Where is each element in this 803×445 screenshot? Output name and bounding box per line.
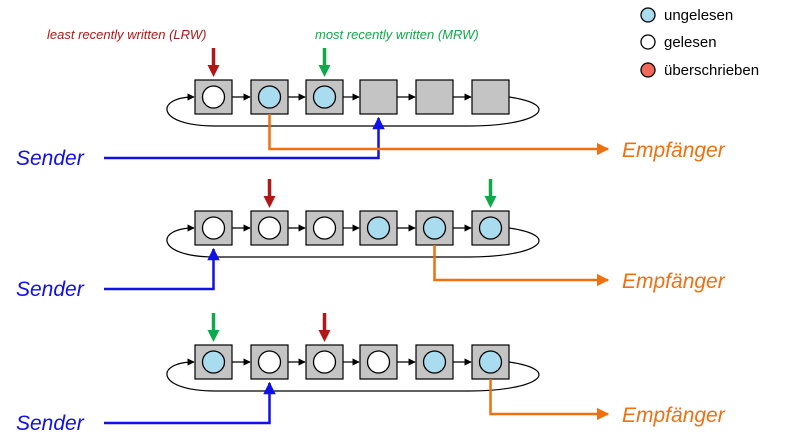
mrw-pointer-head	[207, 330, 220, 342]
slot-box	[415, 79, 454, 115]
legend: ungelesen gelesen überschrieben	[640, 7, 759, 79]
wraparound-loop	[166, 93, 540, 127]
buffer-slot	[194, 344, 233, 380]
legend-item-unread: ungelesen	[640, 7, 733, 24]
receiver-label: Empfänger	[622, 270, 726, 293]
sender-arrow	[104, 381, 276, 425]
legend-label-read: gelesen	[664, 34, 717, 51]
legend-item-read: gelesen	[640, 34, 717, 51]
slot-message-read	[366, 350, 391, 374]
slot-box	[471, 79, 510, 115]
lrw-pointer-head	[207, 65, 220, 77]
buffer-slot	[415, 344, 454, 380]
receiver-arrow	[489, 379, 610, 421]
slot-message-read	[201, 85, 226, 109]
buffer-slot	[471, 344, 510, 380]
buffer-slot	[471, 79, 510, 115]
lrw-caption: least recently written (LRW)	[47, 27, 206, 42]
buffer-slot	[250, 344, 289, 380]
buffer-row-1: Sender Empfänger	[16, 48, 726, 170]
mrw-pointer-head	[318, 65, 331, 77]
lrw-pointer-head	[318, 330, 331, 342]
sender-label: Sender	[16, 147, 85, 170]
sender-arrow	[104, 247, 220, 291]
slot-message-unread	[366, 216, 391, 240]
legend-item-overwritten: überschrieben	[640, 62, 759, 79]
buffer-row-2: Sender Empfänger	[16, 179, 726, 301]
wraparound-loop	[166, 358, 540, 392]
legend-swatch-unread	[640, 7, 656, 23]
buffer-slot	[415, 79, 454, 115]
mrw-pointer-head	[484, 196, 497, 208]
sender-label: Sender	[16, 412, 85, 435]
buffer-slot	[250, 210, 289, 246]
slot-message-read	[257, 216, 282, 240]
legend-label-overwritten: überschrieben	[664, 62, 759, 79]
buffer-slot	[359, 344, 398, 380]
receiver-arrow	[433, 245, 610, 287]
wraparound-loop	[166, 224, 540, 258]
buffer-slot	[250, 79, 289, 115]
slot-message-unread	[422, 350, 447, 374]
buffer-slot	[194, 210, 233, 246]
buffer-slot	[359, 79, 398, 115]
legend-label-unread: ungelesen	[664, 7, 733, 24]
legend-swatch-overwritten	[640, 62, 656, 78]
mrw-caption: most recently written (MRW)	[315, 27, 479, 42]
slot-message-read	[312, 216, 337, 240]
buffer-slot	[415, 210, 454, 246]
sender-label: Sender	[16, 278, 85, 301]
slot-message-read	[201, 216, 226, 240]
slot-message-unread	[478, 350, 503, 374]
slot-message-unread	[478, 216, 503, 240]
buffer-slot	[305, 210, 344, 246]
sender-arrow	[104, 116, 385, 160]
slot-message-read	[312, 350, 337, 374]
receiver-arrow	[268, 114, 610, 156]
lrw-pointer-head	[263, 196, 276, 208]
slot-message-unread	[312, 85, 337, 109]
slot-message-unread	[257, 85, 282, 109]
buffer-slot	[305, 79, 344, 115]
buffer-slot	[194, 79, 233, 115]
receiver-label: Empfänger	[622, 139, 726, 162]
buffer-row-3: Sender Empfänger	[16, 313, 726, 435]
legend-swatch-read	[640, 34, 656, 50]
receiver-label: Empfänger	[622, 404, 726, 427]
buffer-slot	[471, 210, 510, 246]
slot-message-read	[257, 350, 282, 374]
slot-message-unread	[201, 350, 226, 374]
slot-box	[359, 79, 398, 115]
slot-message-unread	[422, 216, 447, 240]
buffer-slot	[359, 210, 398, 246]
buffer-slot	[305, 344, 344, 380]
